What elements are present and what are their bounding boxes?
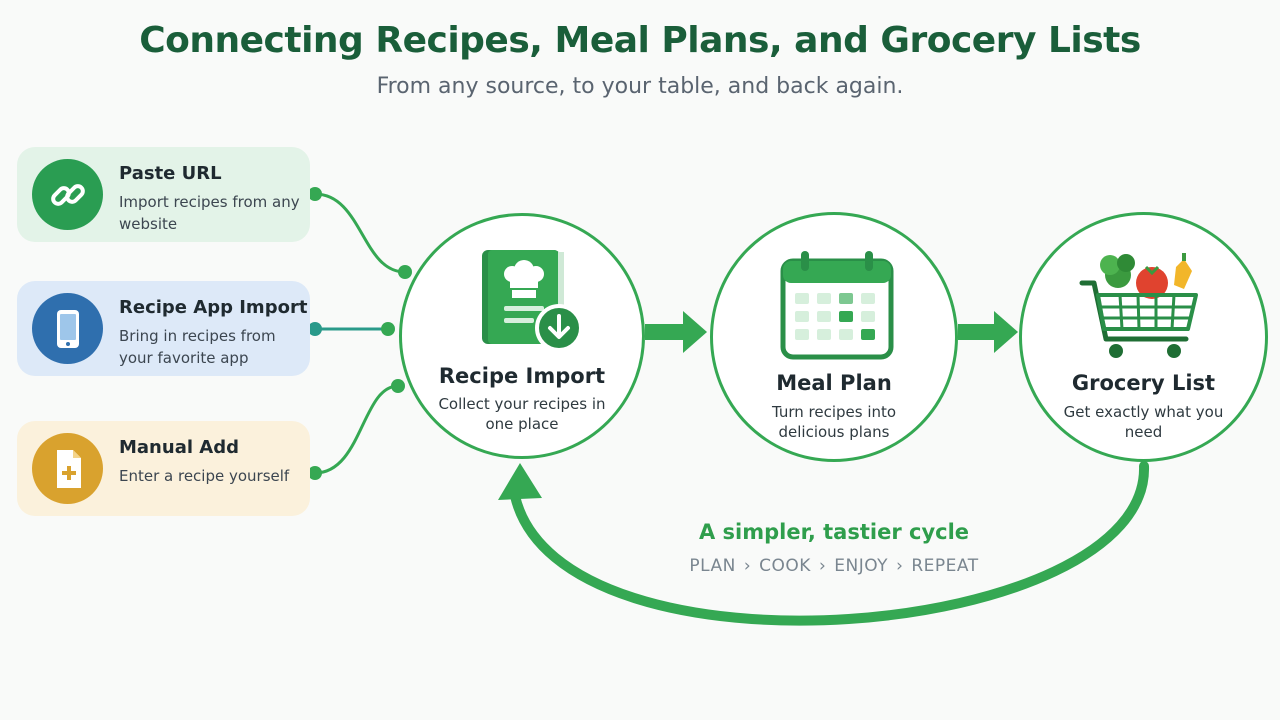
cycle-arrowhead (498, 463, 542, 500)
connector-paste-url (314, 192, 406, 274)
link-icon (50, 183, 85, 206)
cycle-step: ENJOY (834, 556, 889, 576)
cycle-return-arc (510, 461, 1150, 626)
connector-manual-add (314, 384, 399, 475)
smartphone-icon-circle (32, 293, 103, 364)
cycle-step: REPEAT (911, 556, 979, 576)
stage-title: Grocery List (1071, 371, 1216, 395)
recipe-book-icon (482, 250, 583, 352)
chevron-right-icon: › (896, 556, 904, 576)
connector-dot-end (381, 322, 395, 336)
source-card-paste-url[interactable]: Paste URL Import recipes from any websit… (17, 147, 310, 242)
stage-meal-plan[interactable]: Meal Plan Turn recipes into delicious pl… (710, 212, 958, 462)
source-title: Paste URL (119, 163, 222, 184)
cycle-steps: PLAN › COOK › ENJOY › REPEAT (660, 556, 1008, 576)
calendar-icon (780, 251, 894, 360)
stage-title: Recipe Import (438, 364, 606, 388)
source-title: Manual Add (119, 437, 239, 458)
arrow-plan-to-grocery (958, 311, 1018, 353)
connector-dot-start (308, 187, 322, 201)
source-description: Bring in recipes from your favorite app (119, 327, 276, 367)
stage-description: Get exactly what you need (1063, 403, 1224, 441)
smartphone-icon (56, 309, 79, 348)
stage-title: Meal Plan (776, 371, 892, 395)
connector-dot-start (308, 322, 322, 336)
source-card-manual-add[interactable]: Manual Add Enter a recipe yourself (17, 421, 310, 516)
cycle-title: A simpler, tastier cycle (698, 520, 970, 544)
cycle-step: PLAN (689, 556, 736, 576)
shopping-cart-icon (1079, 253, 1198, 358)
stage-grocery-list[interactable]: Grocery List Get exactly what you need (1019, 212, 1268, 462)
connector-dot-end (398, 265, 412, 279)
source-description: Import recipes from any website (119, 193, 300, 233)
stage-recipe-import[interactable]: Recipe Import Collect your recipes in on… (399, 213, 645, 459)
chevron-right-icon: › (743, 556, 752, 576)
source-card-recipe-app[interactable]: Recipe App Import Bring in recipes from … (17, 281, 310, 376)
connector-dot-start (308, 466, 322, 480)
stage-description: Turn recipes into delicious plans (771, 403, 897, 441)
stage-description: Collect your recipes in one place (438, 395, 606, 433)
connector-dot-end (391, 379, 405, 393)
source-title: Recipe App Import (119, 297, 308, 318)
arrow-import-to-plan (645, 311, 707, 353)
link-icon-circle (32, 159, 103, 230)
cycle-step: COOK (759, 556, 811, 576)
page-subtitle: From any source, to your table, and back… (376, 74, 904, 99)
page-title: Connecting Recipes, Meal Plans, and Groc… (139, 20, 1141, 61)
chevron-right-icon: › (818, 556, 827, 576)
document-add-icon (56, 449, 81, 488)
source-description: Enter a recipe yourself (119, 467, 290, 485)
document-add-icon-circle (32, 433, 103, 504)
